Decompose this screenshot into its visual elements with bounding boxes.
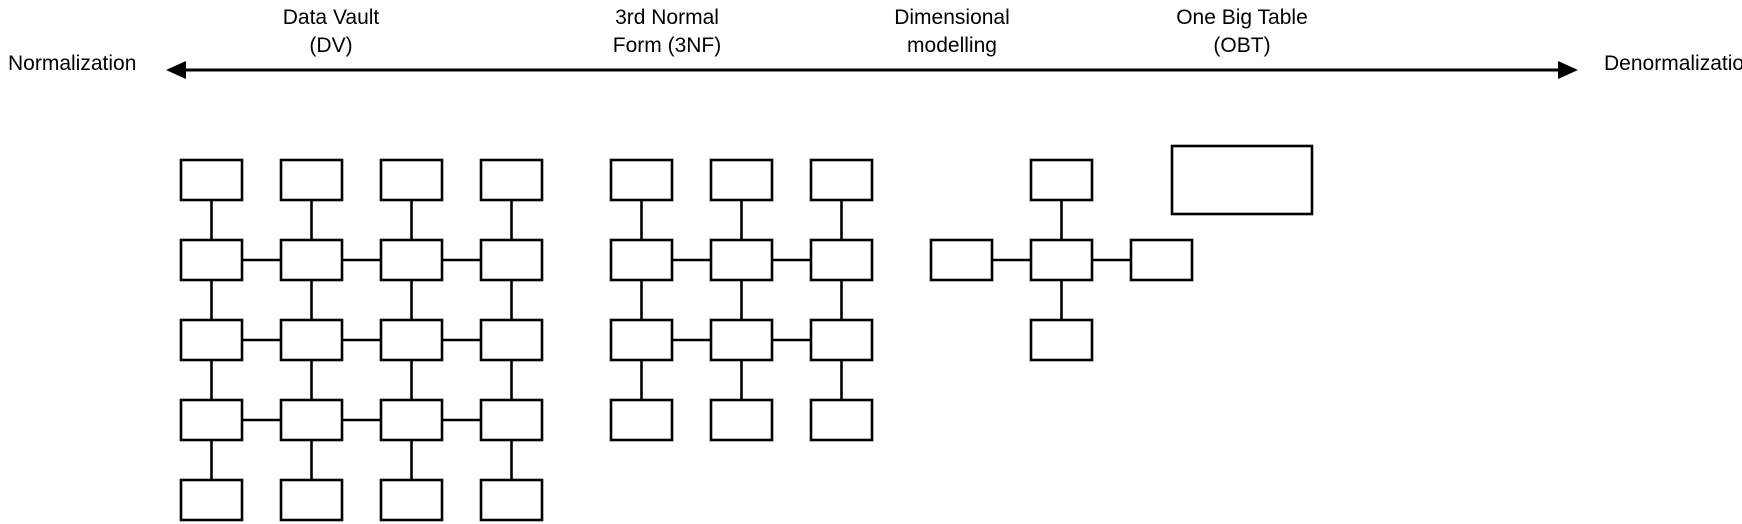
table-node [709,238,774,282]
table-node [279,398,344,442]
table-node [179,318,244,362]
table-node [609,398,674,442]
stage-label-dimensional-modelling: Dimensional modelling [894,6,1010,57]
table-node [709,318,774,362]
table-node [809,318,874,362]
table-node [279,478,344,522]
table-node [279,158,344,202]
table-node [479,158,544,202]
table-node [379,318,444,362]
axis-label-normalization: Normalization [8,52,137,75]
table-node [179,158,244,202]
table-node [479,238,544,282]
one-big-table-node [1170,144,1314,216]
stage-label-one-big-table: One Big Table (OBT) [1176,6,1308,57]
table-node [379,158,444,202]
table-node [179,398,244,442]
table-node [279,238,344,282]
table-node [479,318,544,362]
stage-label-third-normal-form: 3rd Normal Form (3NF) [612,6,722,57]
table-node [479,398,544,442]
stage-label-data-vault: Data Vault (DV) [282,6,380,57]
dimension-node-top [1029,158,1094,202]
table-node [809,398,874,442]
table-node [809,238,874,282]
table-node [609,318,674,362]
table-node [179,478,244,522]
dimension-node-left [929,238,994,282]
table-node [709,398,774,442]
table-node [479,478,544,522]
table-node [379,478,444,522]
table-node [179,238,244,282]
table-node [379,398,444,442]
table-node [709,158,774,202]
table-node [379,238,444,282]
table-node [809,158,874,202]
axis-label-denormalization: Denormalization [1604,52,1742,75]
table-node [279,318,344,362]
dimension-node-bottom [1029,318,1094,362]
dimension-node-right [1129,238,1194,282]
table-node [609,238,674,282]
fact-node-center [1029,238,1094,282]
table-node [609,158,674,202]
